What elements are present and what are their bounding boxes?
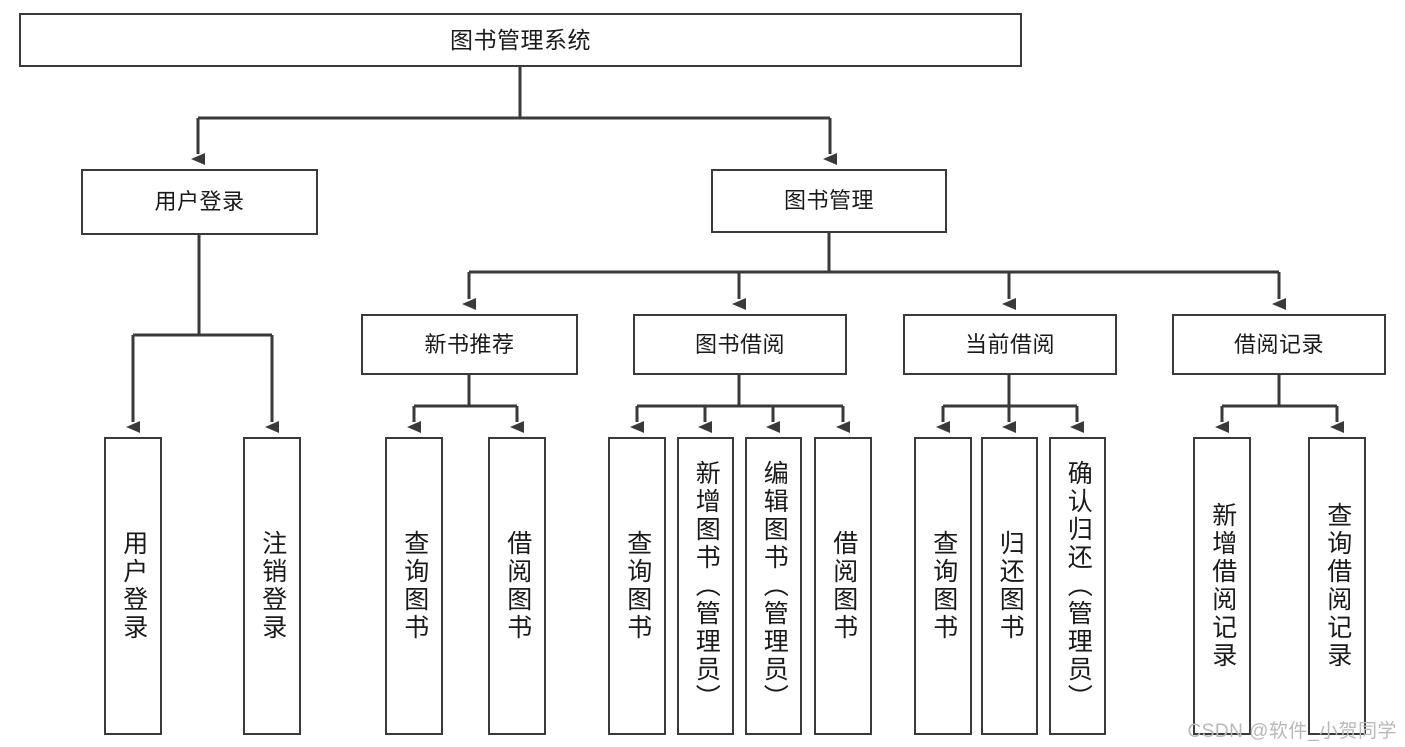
node-label: 用户登录 xyxy=(119,530,148,642)
node-label: 查询图书 xyxy=(400,530,429,642)
node-label: 借阅图书 xyxy=(829,530,858,642)
node-leaf-logout-login[interactable]: 注销登录 xyxy=(243,437,301,735)
node-user-login[interactable]: 用户登录 xyxy=(81,169,318,235)
node-leaf-add-book[interactable]: 新增图书（管理员） xyxy=(677,437,734,735)
node-label: 确认归还（管理员） xyxy=(1064,460,1093,712)
node-leaf-user-login[interactable]: 用户登录 xyxy=(104,437,162,735)
node-label: 注销登录 xyxy=(258,530,287,642)
node-label: 查询借阅记录 xyxy=(1323,502,1352,670)
node-leaf-borrow-book-1[interactable]: 借阅图书 xyxy=(488,437,546,735)
watermark-text: CSDN @软件_小贺同学 xyxy=(1187,721,1397,742)
node-root-system[interactable]: 图书管理系统 xyxy=(19,13,1022,67)
node-book-borrow[interactable]: 图书借阅 xyxy=(633,314,847,375)
node-label: 图书管理系统 xyxy=(450,26,591,53)
node-label: 图书管理 xyxy=(783,188,874,214)
node-label: 编辑图书（管理员） xyxy=(760,460,789,712)
node-label: 当前借阅 xyxy=(964,331,1055,357)
node-book-management[interactable]: 图书管理 xyxy=(711,169,947,233)
node-label: 借阅图书 xyxy=(503,530,532,642)
node-label: 查询图书 xyxy=(623,530,652,642)
node-new-book-recommend[interactable]: 新书推荐 xyxy=(361,314,578,375)
node-label: 图书借阅 xyxy=(694,331,785,357)
node-label: 新书推荐 xyxy=(424,331,515,357)
node-label: 归还图书 xyxy=(996,530,1025,642)
node-current-borrow[interactable]: 当前借阅 xyxy=(903,314,1117,375)
node-label: 用户登录 xyxy=(154,189,245,215)
node-leaf-confirm-return[interactable]: 确认归还（管理员） xyxy=(1049,437,1106,735)
node-leaf-query-book-2[interactable]: 查询图书 xyxy=(608,437,666,735)
node-label: 借阅记录 xyxy=(1233,331,1324,357)
node-leaf-query-book-3[interactable]: 查询图书 xyxy=(914,437,972,735)
node-leaf-query-book-1[interactable]: 查询图书 xyxy=(385,437,443,735)
node-leaf-return-book[interactable]: 归还图书 xyxy=(981,437,1038,735)
node-label: 查询图书 xyxy=(929,530,958,642)
node-leaf-borrow-book-2[interactable]: 借阅图书 xyxy=(814,437,872,735)
node-label: 新增借阅记录 xyxy=(1208,502,1237,670)
node-leaf-add-record[interactable]: 新增借阅记录 xyxy=(1193,437,1251,735)
node-leaf-query-record[interactable]: 查询借阅记录 xyxy=(1308,437,1366,735)
node-leaf-edit-book[interactable]: 编辑图书（管理员） xyxy=(745,437,802,735)
node-label: 新增图书（管理员） xyxy=(692,460,721,712)
node-borrow-record[interactable]: 借阅记录 xyxy=(1172,314,1386,375)
